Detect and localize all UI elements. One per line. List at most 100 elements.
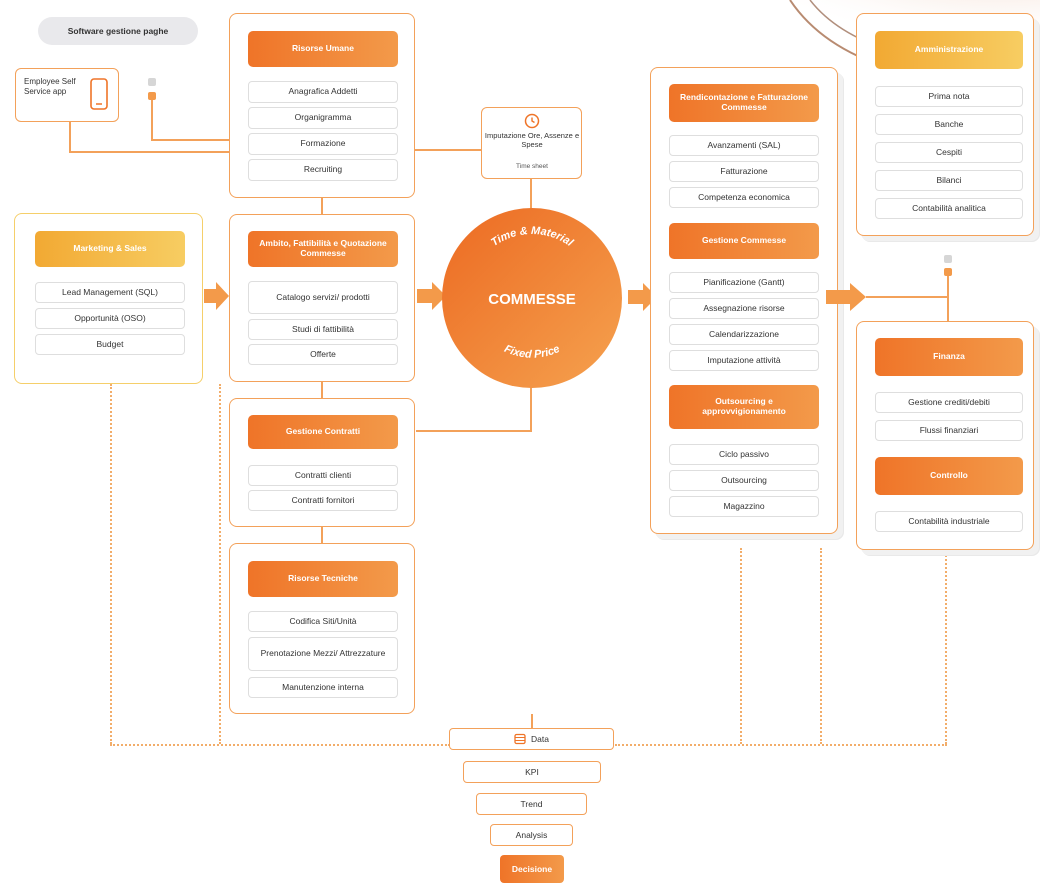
connector <box>416 430 532 432</box>
connector <box>151 139 229 141</box>
commesse-title: COMMESSE <box>488 291 576 308</box>
connector <box>321 527 323 543</box>
dotted-connector <box>740 548 742 744</box>
arrow-right-icon <box>204 282 229 310</box>
list-item: Recruiting <box>248 159 398 181</box>
list-item: Codifica Siti/Unità <box>248 611 398 632</box>
list-item: Budget <box>35 334 185 355</box>
funnel-data: Data <box>449 728 614 750</box>
funnel-data-label: Data <box>531 734 549 744</box>
software-paghe-box: Software gestione paghe <box>38 17 198 45</box>
connector <box>947 297 949 321</box>
connector <box>69 151 229 153</box>
dotted-connector <box>219 384 221 744</box>
list-item: Catalogo servizi/ prodotti <box>248 281 398 314</box>
arrow-right-icon <box>628 283 657 311</box>
gestione-contratti-header: Gestione Contratti <box>248 415 398 449</box>
list-item: Studi di fattibilità <box>248 319 398 340</box>
svg-text:Fixed Price: Fixed Price <box>502 343 561 361</box>
connector <box>414 149 482 151</box>
rendicontazione-header: Rendicontazione e Fatturazione Commesse <box>669 84 819 122</box>
database-icon <box>514 733 526 745</box>
ambito-panel: Ambito, Fattibilità e Quotazione Commess… <box>229 214 415 382</box>
list-item: Gestione crediti/debiti <box>875 392 1023 413</box>
controllo-header: Controllo <box>875 457 1023 495</box>
outsourcing-header: Outsourcing e approvvigionamento <box>669 385 819 429</box>
imputazione-title: Imputazione Ore, Assenze e Spese <box>484 131 580 149</box>
list-item: Prima nota <box>875 86 1023 107</box>
marketing-sales-panel: Marketing & Sales Lead Management (SQL) … <box>14 213 203 384</box>
list-item: Competenza economica <box>669 187 819 208</box>
funnel-kpi: KPI <box>463 761 601 783</box>
software-paghe-label: Software gestione paghe <box>67 26 169 36</box>
list-item: Bilanci <box>875 170 1023 191</box>
dotted-connector <box>110 744 450 746</box>
connector-dot <box>944 255 952 263</box>
finanza-controllo-panel: Finanza Gestione crediti/debiti Flussi f… <box>856 321 1034 550</box>
list-item: Contabilità analitica <box>875 198 1023 219</box>
employee-app-box: Employee Self Service app <box>15 68 119 122</box>
ambito-header: Ambito, Fattibilità e Quotazione Commess… <box>248 231 398 267</box>
smartphone-icon <box>90 78 108 110</box>
arrow-right-icon <box>826 283 866 311</box>
list-item: Lead Management (SQL) <box>35 282 185 303</box>
connector <box>531 714 533 728</box>
connector-dot <box>148 78 156 86</box>
finanza-header: Finanza <box>875 338 1023 376</box>
marketing-sales-header: Marketing & Sales <box>35 231 185 267</box>
connector <box>866 296 948 298</box>
list-item: Contabilità industriale <box>875 511 1023 532</box>
connector <box>530 375 532 432</box>
employee-app-label: Employee Self Service app <box>24 77 76 96</box>
amministrazione-panel: Amministrazione Prima nota Banche Cespit… <box>856 13 1034 236</box>
commesse-circle: Time & Material Fixed Price COMMESSE <box>442 208 622 388</box>
dotted-connector <box>615 744 947 746</box>
dotted-connector <box>110 384 112 744</box>
list-item: Outsourcing <box>669 470 819 491</box>
arrow-right-icon <box>417 282 446 310</box>
connector <box>151 100 153 140</box>
list-item: Offerte <box>248 344 398 365</box>
list-item: Manutenzione interna <box>248 677 398 698</box>
list-item: Contratti clienti <box>248 465 398 486</box>
gestione-commesse-header: Gestione Commesse <box>669 223 819 259</box>
list-item: Avanzamenti (SAL) <box>669 135 819 156</box>
amministrazione-header: Amministrazione <box>875 31 1023 69</box>
list-item: Flussi finanziari <box>875 420 1023 441</box>
connector <box>69 122 71 152</box>
gestione-contratti-panel: Gestione Contratti Contratti clienti Con… <box>229 398 415 527</box>
connector-dot <box>944 268 952 276</box>
list-item: Imputazione attività <box>669 350 819 371</box>
clock-icon <box>524 113 540 129</box>
dotted-connector <box>945 552 947 744</box>
list-item: Banche <box>875 114 1023 135</box>
dotted-connector <box>820 548 822 744</box>
gestione-commesse-panel: Rendicontazione e Fatturazione Commesse … <box>650 67 838 534</box>
list-item: Anagrafica Addetti <box>248 81 398 103</box>
funnel-trend: Trend <box>476 793 587 815</box>
list-item: Organigramma <box>248 107 398 129</box>
commesse-bottom-arc: Fixed Price <box>502 343 561 361</box>
risorse-umane-panel: Risorse Umane Anagrafica Addetti Organig… <box>229 13 415 198</box>
list-item: Contratti fornitori <box>248 490 398 511</box>
list-item: Formazione <box>248 133 398 155</box>
list-item: Assegnazione risorse <box>669 298 819 319</box>
connector <box>321 382 323 398</box>
list-item: Prenotazione Mezzi/ Attrezzature <box>248 637 398 671</box>
risorse-tecniche-panel: Risorse Tecniche Codifica Siti/Unità Pre… <box>229 543 415 714</box>
list-item: Ciclo passivo <box>669 444 819 465</box>
list-item: Fatturazione <box>669 161 819 182</box>
list-item: Pianificazione (Gantt) <box>669 272 819 293</box>
connector <box>321 198 323 214</box>
list-item: Cespiti <box>875 142 1023 163</box>
risorse-umane-header: Risorse Umane <box>248 31 398 67</box>
connector-dot <box>148 92 156 100</box>
list-item: Opportunità (OSO) <box>35 308 185 329</box>
risorse-tecniche-header: Risorse Tecniche <box>248 561 398 597</box>
funnel-decisione: Decisione <box>500 855 564 883</box>
funnel-analysis: Analysis <box>490 824 573 846</box>
imputazione-box: Imputazione Ore, Assenze e Spese Time sh… <box>481 107 582 179</box>
connector <box>947 270 949 297</box>
list-item: Magazzino <box>669 496 819 517</box>
imputazione-subtitle: Time sheet <box>516 163 548 170</box>
